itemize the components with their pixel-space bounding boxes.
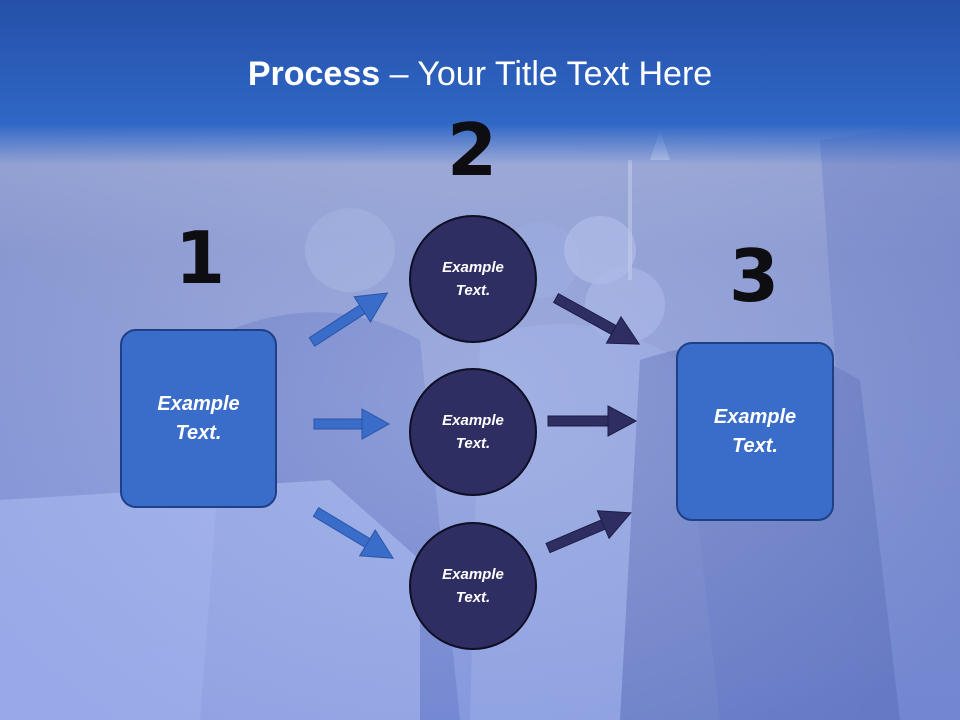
- step-number-3: 3: [728, 234, 780, 318]
- title-rest: – Your Title Text Here: [380, 55, 713, 93]
- step-number-1: 1: [174, 216, 226, 300]
- arrow-left-to-bottom: [312, 507, 395, 559]
- title-bold: Process: [247, 55, 381, 93]
- circle-top: Example Text.: [409, 215, 537, 343]
- slide-title: Process – Your Title Text Here: [0, 52, 960, 96]
- step-number-2: 2: [446, 108, 498, 192]
- circle-middle-line2: Text.: [455, 435, 491, 452]
- circle-middle: Example Text.: [409, 368, 537, 496]
- arrow-bottom-to-right: [545, 510, 632, 554]
- arrow-top-to-right: [552, 292, 641, 345]
- left-box-line2: Text.: [175, 421, 222, 444]
- right-box-line2: Text.: [732, 434, 778, 457]
- arrow-left-to-middle: [313, 408, 391, 440]
- right-box-line1: Example: [713, 405, 797, 428]
- circle-bottom-line1: Example: [442, 566, 504, 583]
- circle-top-line1: Example: [442, 259, 504, 276]
- left-box-line1: Example: [157, 392, 240, 415]
- circle-bottom: Example Text.: [409, 522, 537, 650]
- circle-middle-line1: Example: [442, 412, 504, 429]
- circle-bottom-line2: Text.: [455, 589, 491, 606]
- arrow-middle-to-right: [547, 405, 638, 437]
- right-box: Example Text.: [676, 342, 834, 521]
- left-box: Example Text.: [120, 329, 277, 508]
- circle-top-line2: Text.: [455, 282, 491, 299]
- arrow-left-to-top: [308, 292, 389, 347]
